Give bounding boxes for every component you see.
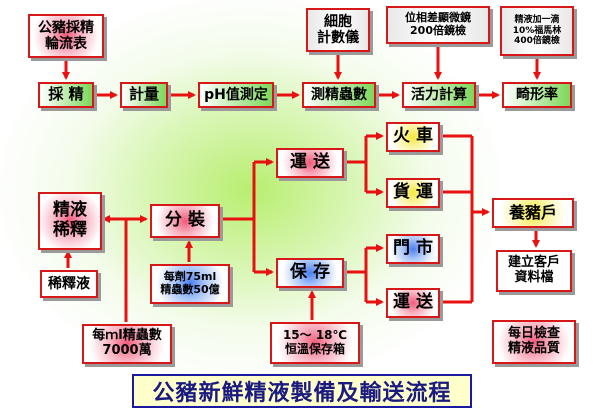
node-diluent: 稀釋液: [40, 270, 98, 298]
node-daily-check: 每日檢查 精液品質: [492, 320, 576, 364]
node-abnormality: 畸形率: [502, 82, 572, 108]
arrow-perml-dilute: [102, 215, 128, 322]
node-storage-box: 15～ 18℃ 恒溫保存箱: [270, 322, 360, 364]
node-stain-note: 精液加一滴 10%福馬林 400倍鏡檢: [500, 6, 574, 56]
node-per-ml: 每ｍl精蟲數 7000萬: [82, 324, 172, 364]
node-sperm-count: 測精蟲數: [302, 82, 376, 108]
node-dispense: 分 裝: [150, 204, 220, 238]
node-motility: 活力計算: [402, 82, 476, 108]
node-ph: pH值測定: [198, 82, 274, 108]
node-transport2: 運 送: [386, 288, 440, 318]
node-collect: 採 精: [38, 82, 94, 108]
node-collection-table: 公豬採精 輪流表: [28, 14, 104, 58]
node-dilute: 精液 稀釋: [38, 192, 102, 250]
node-farm: 養豬戶: [492, 198, 574, 228]
node-transport: 運 送: [276, 148, 344, 178]
node-storefront: 門 市: [386, 234, 440, 264]
node-store: 保 存: [276, 258, 344, 288]
diagram-title: 公豬新鮮精液製備及輸送流程: [132, 374, 472, 408]
node-measure: 計量: [120, 82, 168, 108]
node-phase-microscope: 位相差顯微鏡 200倍鏡檢: [386, 6, 490, 44]
node-freight: 貨 運: [386, 178, 440, 208]
node-dose: 每劑75ml 精蟲數50億: [150, 264, 230, 304]
node-cell-counter: 細胞 計數儀: [306, 8, 370, 52]
node-client-file: 建立客戶 資料檔: [496, 250, 572, 292]
node-train: 火 車: [386, 122, 440, 152]
